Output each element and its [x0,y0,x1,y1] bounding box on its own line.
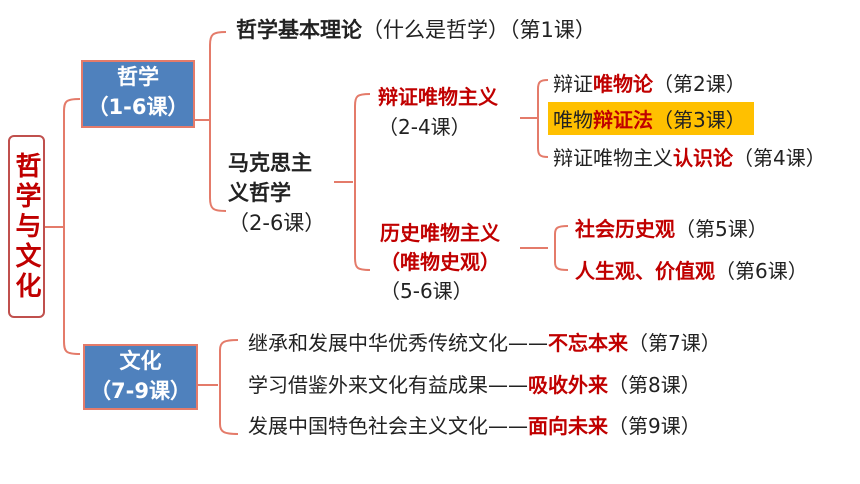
item-pre: 发展中国特色社会主义文化—— [248,414,528,438]
item-key: 社会历史观 [575,217,675,241]
marxism-range: （2-6课） [228,211,326,235]
culture-item-1: 继承和发展中华优秀传统文化——不忘本来（第7课） [248,327,721,356]
marxism-line1: 马克思主 [228,151,312,175]
culture-item-3: 发展中国特色社会主义文化——面向未来（第9课） [248,410,701,439]
philosophy-title: 哲学 [117,65,159,89]
basic-theory-node: 哲学基本理论（什么是哲学）（第1课） [236,14,596,44]
item-note: （第8课） [608,373,701,397]
philosophy-range: （1-6课） [87,95,189,119]
marxism-line2: 义哲学 [228,181,291,205]
item-pre: 继承和发展中华优秀传统文化—— [248,331,548,355]
historical-node: 历史唯物主义 （唯物史观） （5-6课） [380,219,500,306]
culture-title: 文化 [119,349,162,373]
item-note: （第7课） [628,331,721,355]
historical-item-2: 人生观、价值观（第6课） [575,255,808,284]
historical-range: （5-6课） [380,279,473,303]
culture-item-2: 学习借鉴外来文化有益成果——吸收外来（第8课） [248,369,701,398]
dialectical-title: 辩证唯物主义 [378,85,498,109]
item-key: 认识论 [673,146,733,170]
dialectical-item-3: 辩证唯物主义认识论（第4课） [553,142,826,171]
item-pre: 学习借鉴外来文化有益成果—— [248,373,528,397]
item-key: 不忘本来 [548,331,628,355]
item-note: （第5课） [675,217,768,241]
dialectical-item-2-highlight: 唯物辩证法（第3课） [548,102,754,135]
item-note: （第2课） [653,72,746,96]
basic-theory-note: （什么是哲学）（第1课） [362,18,596,42]
historical-subtitle: （唯物史观） [380,250,500,274]
item-key: 面向未来 [528,414,608,438]
dialectical-range: （2-4课） [378,115,471,139]
historical-title: 历史唯物主义 [380,221,500,245]
root-label: 哲学与文化 [11,151,41,302]
item-pre: 辩证唯物主义 [553,146,673,170]
historical-item-1: 社会历史观（第5课） [575,213,768,242]
item-key: 唯物论 [593,72,653,96]
item-note: （第6课） [715,259,808,283]
item-pre: 唯物 [553,108,593,132]
item-note: （第3课） [653,108,746,132]
item-note: （第4课） [733,146,826,170]
dialectical-node: 辩证唯物主义 （2-4课） [378,82,498,142]
item-pre: 辩证 [553,72,593,96]
marxism-node: 马克思主 义哲学 （2-6课） [228,148,325,238]
basic-theory-title: 哲学基本理论 [236,18,362,42]
dialectical-item-1: 辩证唯物论（第2课） [553,68,746,97]
item-key: 人生观、价值观 [575,259,715,283]
item-key: 辩证法 [593,108,653,132]
root-node: 哲学与文化 [8,135,45,318]
item-key: 吸收外来 [528,373,608,397]
item-note: （第9课） [608,414,701,438]
philosophy-box: 哲学 （1-6课） [81,60,195,128]
culture-range: （7-9课） [90,379,191,403]
culture-box: 文化 （7-9课） [83,344,198,410]
